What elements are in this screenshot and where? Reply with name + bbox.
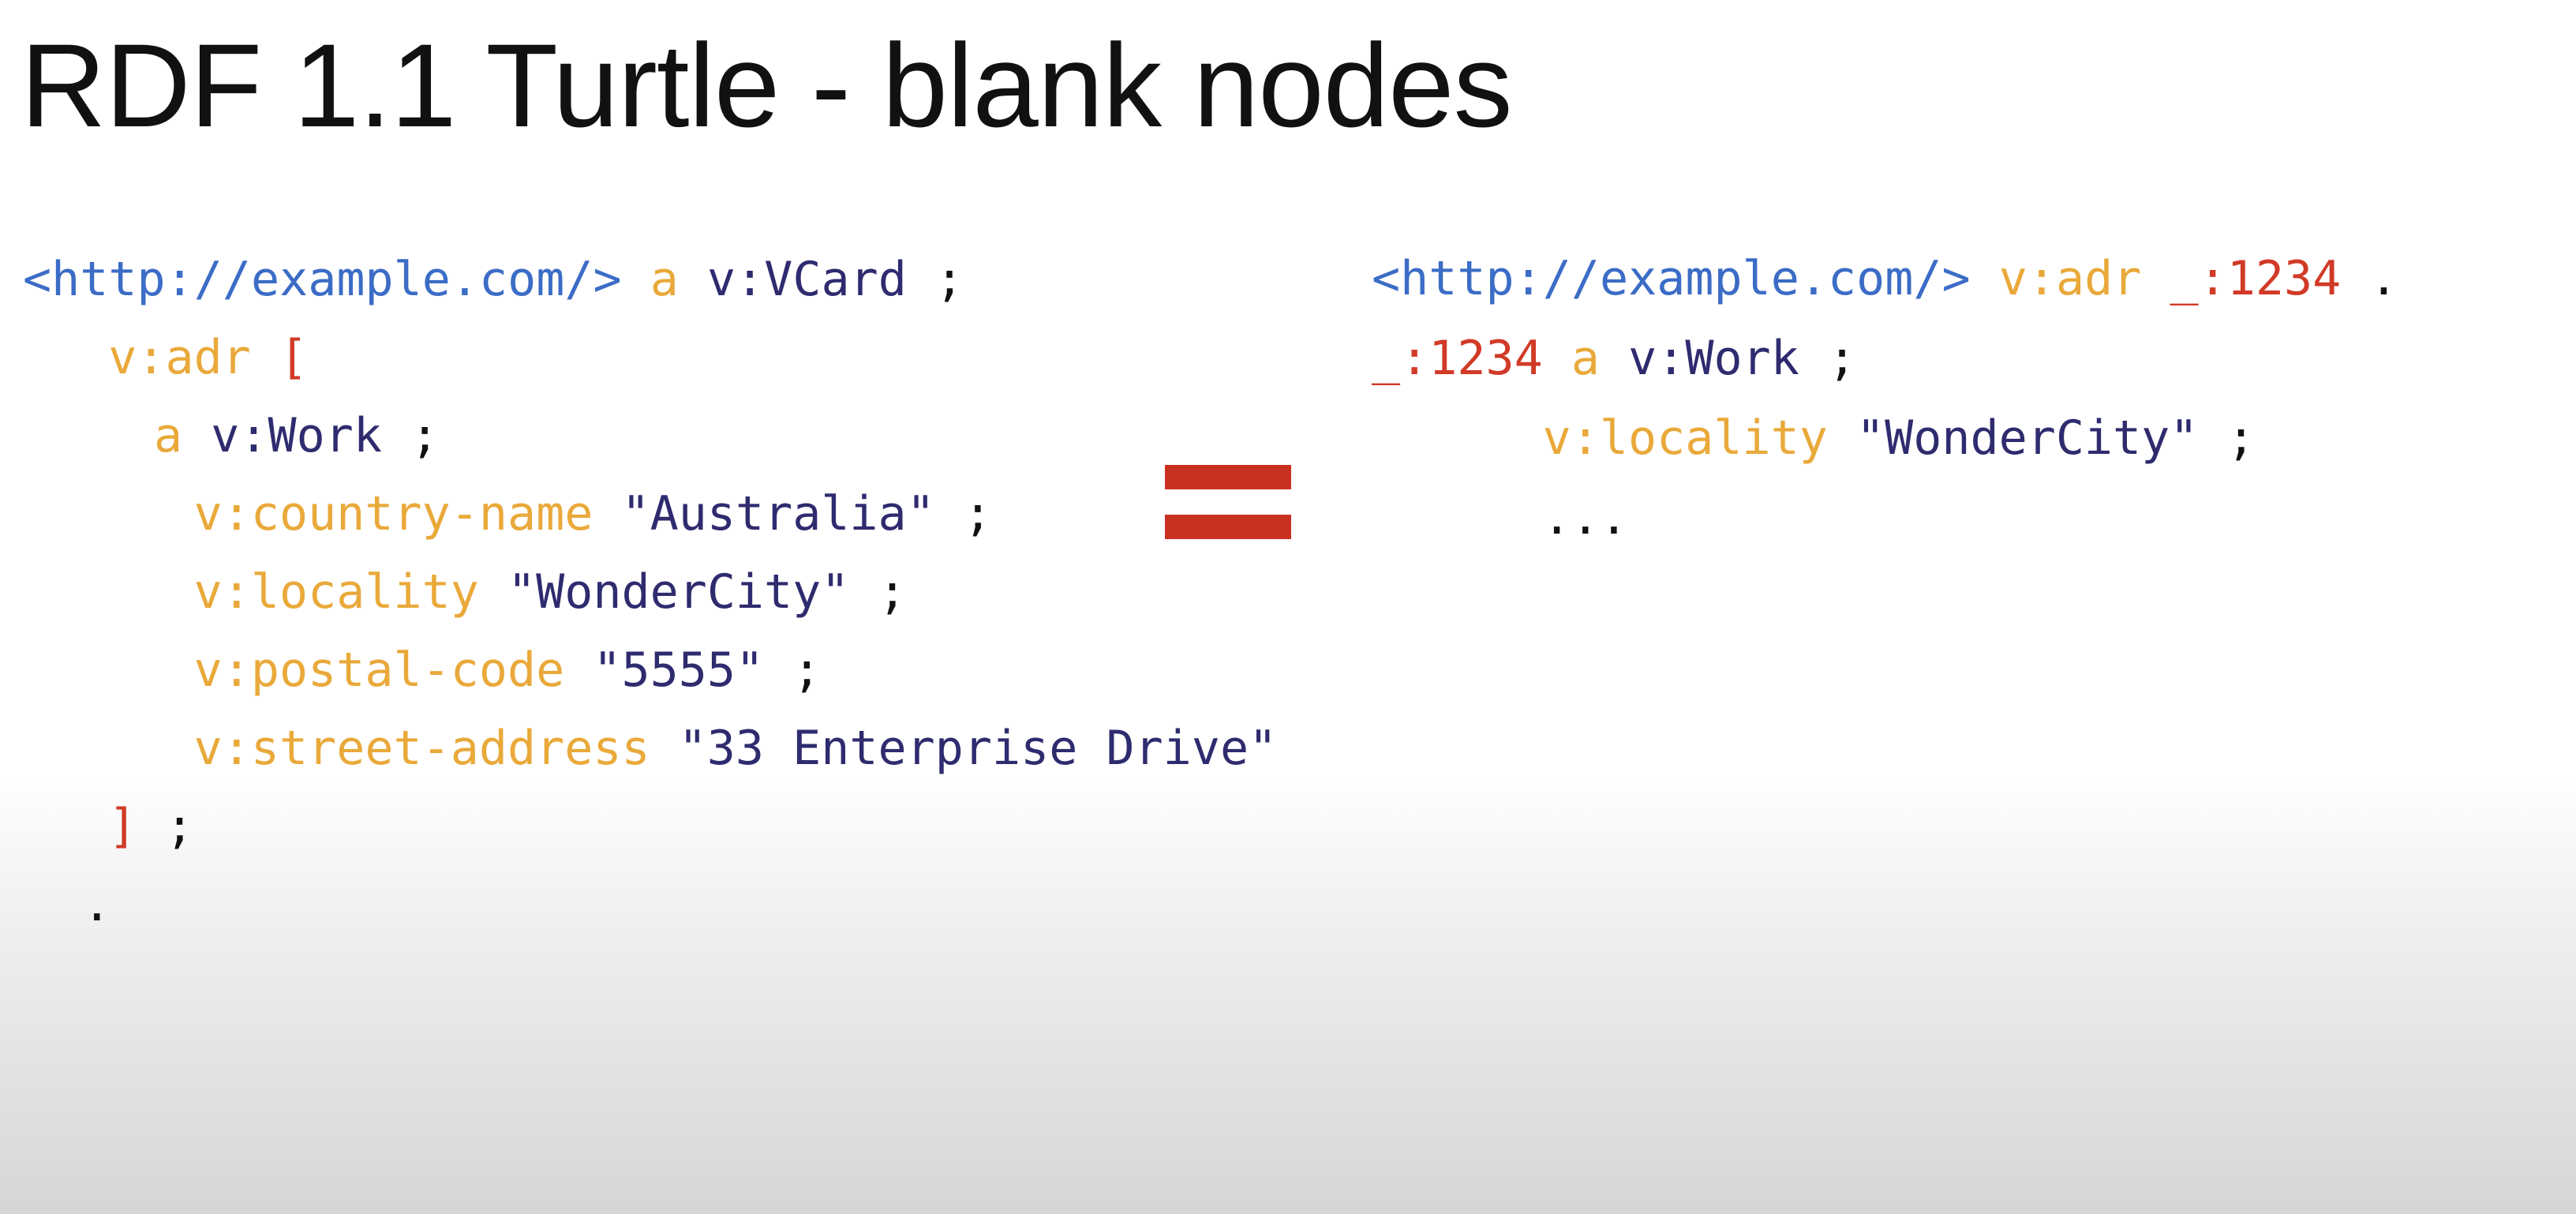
punctuation-token: .	[2341, 251, 2398, 306]
punctuation-token: ...	[1542, 490, 1628, 545]
iri-token: <http://example.com/>	[1372, 251, 1971, 306]
code-line: v:adr [	[23, 319, 1277, 397]
equals-sign-icon	[1165, 465, 1291, 539]
object-token: v:Work	[1600, 331, 1799, 386]
blank-node-token: _:1234	[2141, 251, 2342, 306]
code-line: v:locality "WonderCity" ;	[1372, 399, 2398, 478]
object-token: v:VCard	[678, 252, 907, 307]
predicate-token: v:postal-code	[193, 643, 565, 698]
predicate-token: v:adr	[1970, 251, 2142, 306]
punctuation-token: ;	[1799, 331, 1857, 386]
punctuation-token: ;	[849, 564, 907, 620]
slide-title: RDF 1.1 Turtle - blank nodes	[21, 19, 1513, 152]
punctuation-token: ;	[934, 486, 993, 541]
punctuation-token: .	[82, 877, 111, 932]
code-line: v:country-name "Australia" ;	[23, 475, 1277, 553]
code-line: _:1234 a v:Work ;	[1372, 319, 2398, 399]
code-line: a v:Work ;	[23, 397, 1277, 475]
blank-node-token: [	[250, 330, 309, 385]
code-line: v:locality "WonderCity" ;	[23, 553, 1277, 631]
code-line: .	[23, 866, 1277, 944]
punctuation-token: ;	[764, 643, 822, 698]
code-line: v:street-address "33 Enterprise Drive"	[23, 710, 1278, 788]
predicate-token: a	[154, 408, 183, 463]
nested-blank-node-code: <http://example.com/> a v:VCard ;v:adr […	[23, 241, 1277, 944]
code-line: <http://example.com/> v:adr _:1234 .	[1372, 239, 2398, 319]
blank-node-token: _:1234	[1372, 331, 1543, 386]
predicate-token: v:adr	[108, 330, 251, 385]
object-token: "33 Enterprise Drive"	[650, 721, 1278, 776]
equals-bar-bottom	[1165, 515, 1291, 539]
object-token: "WonderCity"	[478, 564, 850, 620]
predicate-token: v:locality	[1542, 410, 1828, 466]
equals-bar-top	[1165, 465, 1291, 489]
iri-token: <http://example.com/>	[23, 252, 622, 307]
predicate-token: v:street-address	[193, 721, 650, 776]
punctuation-token: ;	[382, 408, 440, 463]
predicate-token: v:locality	[193, 564, 479, 620]
object-token: "WonderCity"	[1827, 410, 2199, 466]
object-token: "5555"	[564, 643, 765, 698]
code-line: v:postal-code "5555" ;	[23, 631, 1277, 710]
labeled-blank-node-code: <http://example.com/> v:adr _:1234 ._:12…	[1372, 239, 2398, 558]
code-line: ...	[1372, 478, 2398, 558]
punctuation-token: ;	[2198, 410, 2256, 466]
punctuation-token: ;	[137, 799, 194, 854]
object-token: v:Work	[182, 408, 383, 463]
blank-node-token: ]	[108, 799, 137, 854]
predicate-token: a	[1542, 331, 1600, 386]
predicate-token: a	[621, 252, 679, 307]
punctuation-token: ;	[906, 252, 964, 307]
code-line: <http://example.com/> a v:VCard ;	[23, 241, 1277, 319]
predicate-token: v:country-name	[193, 486, 593, 541]
code-line: ] ;	[23, 788, 1277, 866]
object-token: "Australia"	[593, 486, 935, 541]
